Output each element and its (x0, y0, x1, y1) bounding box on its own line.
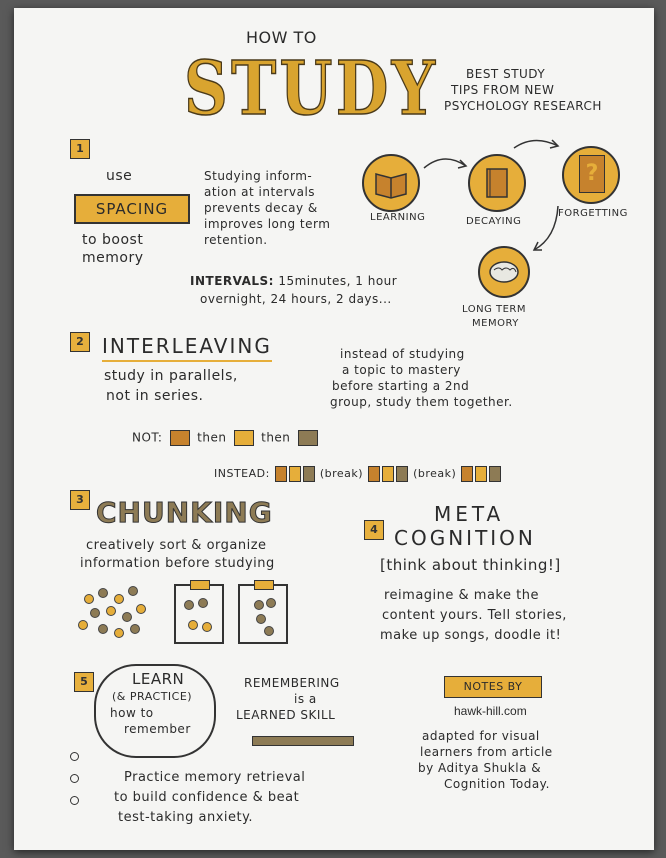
section-number-2: 2 (70, 332, 90, 352)
interleaving-desc-2: a topic to mastery (342, 363, 461, 377)
break-1: (break) (319, 467, 364, 480)
cycle-long-term-1: LONG TERM (462, 304, 526, 315)
arrow-decaying-forgetting (513, 139, 559, 149)
learn-line-1: LEARN (132, 670, 185, 688)
then-1: then (197, 430, 227, 445)
meta-title-1: META (434, 502, 505, 526)
open-book-icon (375, 173, 407, 199)
remembering-1: REMEMBERING (244, 676, 340, 690)
block-c (297, 430, 318, 446)
credit-site: hawk-hill.com (454, 704, 527, 718)
subtitle-line-2: TIPS FROM NEW (451, 83, 555, 97)
meta-desc-2: content yours. Tell stories, (382, 608, 567, 623)
arrow-forgetting-memory (533, 205, 559, 251)
clipboard-2-icon (238, 580, 288, 644)
question-mark-icon: ? (579, 155, 605, 193)
learning-book-icon (362, 154, 420, 212)
interleaving-title: INTERLEAVING (102, 334, 272, 362)
not-row: NOT: then then (132, 430, 321, 446)
chunking-title: CHUNKING (96, 496, 273, 530)
clipboard-1-icon (174, 580, 224, 644)
spacing-boost-2: memory (82, 250, 144, 266)
study-tips-poster: HOW TO STUDY BEST STUDY TIPS FROM NEW PS… (14, 8, 654, 850)
intervals-values-1: 15minutes, 1 hour (278, 274, 398, 288)
closed-book-icon (486, 168, 508, 198)
notes-by-banner: NOTES BY (444, 676, 542, 698)
brain-icon (489, 261, 519, 283)
learn-line-4: remember (124, 722, 191, 736)
bullet-3 (70, 796, 79, 805)
spacing-desc-2: ation at intervals (204, 185, 316, 199)
section-number-5: 5 (74, 672, 94, 692)
learn-line-2: (& PRACTICE) (112, 690, 193, 703)
credit-desc-4: Cognition Today. (444, 777, 550, 791)
cycle-arrows (423, 139, 560, 251)
meta-title-2: COGNITION (394, 526, 536, 550)
chunking-desc-1: creatively sort & organize (86, 538, 267, 553)
then-2: then (261, 430, 291, 445)
cycle-forgetting: FORGETTING (558, 208, 628, 219)
bullet-2 (70, 774, 79, 783)
cycle-long-term-2: MEMORY (472, 318, 519, 329)
remembering-3: LEARNED SKILL (236, 708, 336, 722)
long-term-memory-icon (478, 246, 530, 298)
remembering-2: is a (294, 692, 317, 706)
instead-row: INSTEAD: (break) (break) (214, 466, 502, 482)
intervals-line-1: INTERVALS: 15minutes, 1 hour (190, 274, 397, 288)
meta-sub: [think about thinking!] (380, 556, 561, 574)
chunking-desc-2: information before studying (80, 556, 275, 571)
arrow-learning-decaying (423, 158, 467, 169)
bullet-1 (70, 752, 79, 761)
interleaving-sub-2: not in series. (106, 388, 204, 404)
interleaving-sub-1: study in parallels, (104, 368, 238, 384)
decaying-book-icon (468, 154, 526, 212)
learn-cloud (94, 664, 216, 758)
spacing-desc-5: retention. (204, 233, 268, 247)
spacing-desc-1: Studying inform- (204, 169, 313, 183)
subtitle-line-3: PSYCHOLOGY RESEARCH (444, 99, 602, 113)
spacing-desc-4: improves long term (204, 217, 331, 231)
instead-label: INSTEAD: (214, 467, 270, 480)
credit-desc-2: learners from article (420, 745, 553, 759)
cycle-decaying: DECAYING (466, 216, 522, 227)
interleaving-desc-3: before starting a 2nd (332, 379, 470, 393)
credit-desc-1: adapted for visual (422, 729, 540, 743)
subtitle-line-1: BEST STUDY (466, 67, 546, 81)
practice-1: Practice memory retrieval (124, 770, 306, 785)
practice-2: to build confidence & beat (114, 790, 300, 805)
intervals-label: INTERVALS: (190, 274, 274, 288)
section-number-1: 1 (70, 139, 90, 159)
section-number-4: 4 (364, 520, 384, 540)
block-a (169, 430, 190, 446)
meta-desc-1: reimagine & make the (384, 588, 539, 603)
interleaving-desc-1: instead of studying (340, 347, 465, 361)
cycle-learning: LEARNING (370, 212, 426, 223)
learn-line-3: how to (110, 706, 154, 720)
break-2: (break) (413, 467, 457, 480)
interleaving-desc-4: group, study them together. (330, 395, 513, 409)
spacing-boost-1: to boost (82, 232, 144, 248)
meta-desc-3: make up songs, doodle it! (380, 628, 562, 643)
spacing-label: SPACING (74, 194, 190, 224)
spacing-use: use (106, 168, 133, 184)
title-kicker: HOW TO (246, 28, 317, 47)
section-number-3: 3 (70, 490, 90, 510)
forgetting-icon: ? (562, 146, 620, 204)
remembering-bar (252, 736, 354, 746)
intervals-values-2: overnight, 24 hours, 2 days... (200, 292, 392, 306)
credit-desc-3: by Aditya Shukla & (418, 761, 542, 775)
not-label: NOT: (132, 430, 163, 445)
practice-3: test-taking anxiety. (118, 810, 254, 825)
title-main: STUDY (183, 45, 439, 133)
spacing-desc-3: prevents decay & (204, 201, 318, 215)
block-b (233, 430, 254, 446)
